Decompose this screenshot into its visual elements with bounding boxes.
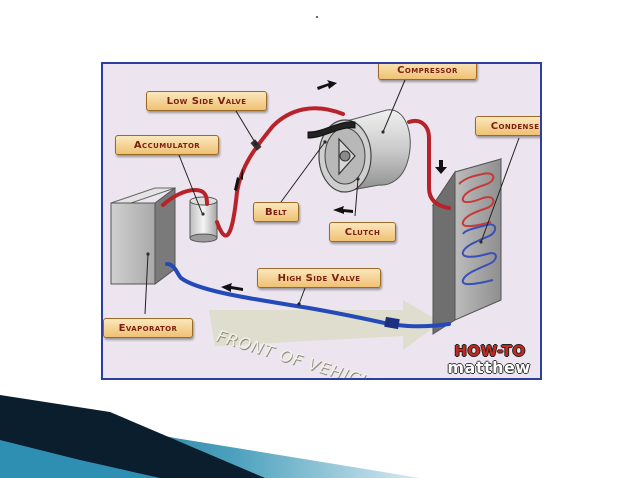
low-pressure-lines <box>161 106 451 238</box>
clutch-label: Clutch <box>329 222 396 242</box>
evaporator-label: Evaporator <box>103 318 193 338</box>
accumulator-label: Accumulator <box>115 135 219 155</box>
ac-system-diagram: FRONT OF VEHICLE Low Side Valve Compress… <box>101 62 542 380</box>
condenser-label: Condenser <box>475 116 540 136</box>
compressor-label: Compressor <box>378 64 477 80</box>
decor-light-swoosh <box>0 440 160 478</box>
label-leaders <box>144 79 520 315</box>
leader-dots <box>254 140 327 306</box>
belt-label: Belt <box>253 202 299 222</box>
condenser-unit <box>431 158 503 335</box>
logo-top-text: HOW-TO <box>454 342 526 360</box>
belt-strip <box>307 121 356 139</box>
how-to-matthew-logo: HOW-TO matthew <box>439 341 540 378</box>
logo-bottom-text: matthew <box>447 358 531 377</box>
low-side-valve-label: Low Side Valve <box>146 91 267 111</box>
flow-arrows <box>221 80 447 292</box>
title-dot <box>316 16 318 18</box>
diagram-drawing <box>110 79 520 350</box>
compressor-unit <box>318 109 411 193</box>
high-side-valve-label: High Side Valve <box>257 268 381 288</box>
front-of-vehicle-arrow <box>209 300 441 350</box>
high-side-valve-fitting <box>384 316 400 330</box>
